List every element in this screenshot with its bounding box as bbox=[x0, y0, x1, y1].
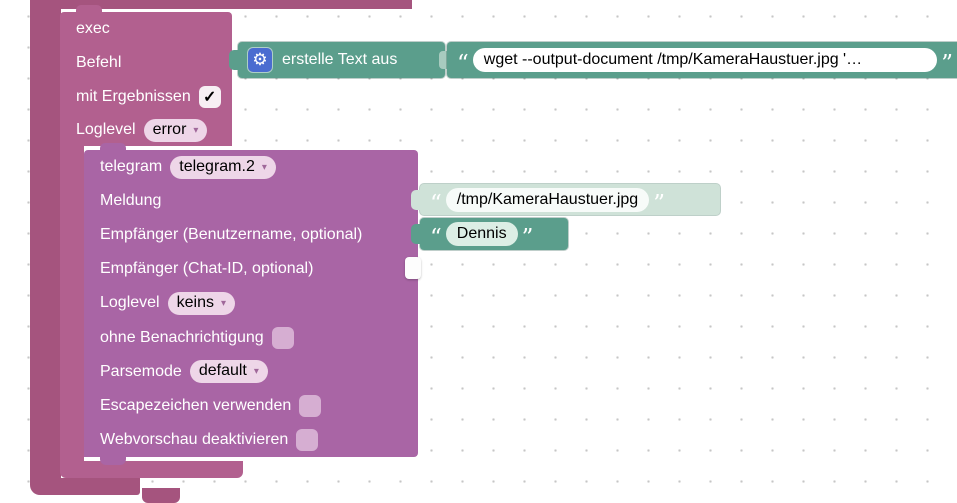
telegram-parsemode-label: Parsemode bbox=[100, 362, 182, 380]
exec-loglevel-label: Loglevel bbox=[76, 121, 136, 138]
exec-results-checkbox[interactable]: ✓ bbox=[198, 86, 221, 108]
exec-title-row: exec bbox=[60, 12, 232, 46]
telegram-username-row: Empfänger (Benutzername, optional) bbox=[84, 218, 418, 252]
exec-loglevel-dropdown[interactable]: error ▾ bbox=[143, 118, 208, 142]
telegram-block-next-connector bbox=[100, 457, 126, 465]
telegram-parsemode-dropdown[interactable]: default ▾ bbox=[189, 360, 268, 384]
exec-loglevel-row: Loglevel error ▾ bbox=[60, 114, 232, 146]
telegram-header-row: telegram telegram.2 ▾ bbox=[84, 150, 418, 184]
close-quote-icon: ” bbox=[941, 51, 953, 77]
telegram-webpreview-label: Webvorschau deaktivieren bbox=[100, 430, 289, 448]
exec-loglevel-value: error bbox=[152, 120, 187, 138]
telegram-instance-dropdown[interactable]: telegram.2 ▾ bbox=[170, 155, 276, 179]
telegram-loglevel-dropdown[interactable]: keins ▾ bbox=[167, 291, 235, 315]
telegram-instance-value: telegram.2 bbox=[179, 157, 255, 175]
text-join-block[interactable]: ⚙ erstelle Text aus bbox=[229, 42, 451, 78]
exec-block-statement-column[interactable] bbox=[60, 146, 84, 461]
telegram-loglevel-row: Loglevel keins ▾ bbox=[84, 286, 418, 320]
message-text-field[interactable]: /tmp/KameraHaustuer.jpg bbox=[445, 187, 650, 212]
telegram-parsemode-value: default bbox=[198, 362, 247, 380]
dropdown-arrow-icon: ▾ bbox=[253, 366, 259, 378]
text-join-label: erstelle Text aus bbox=[282, 51, 398, 68]
exec-command-row: Befehl bbox=[60, 46, 232, 80]
telegram-block[interactable]: telegram telegram.2 ▾ Meldung Empfänger … bbox=[84, 150, 418, 457]
close-quote-icon: ” bbox=[653, 190, 665, 217]
telegram-block-top-connector bbox=[100, 143, 126, 151]
text-join-output-connector bbox=[229, 50, 241, 70]
telegram-escape-label: Escapezeichen verwenden bbox=[100, 396, 292, 414]
username-text-block[interactable]: “ Dennis ” bbox=[411, 218, 568, 251]
command-text-block[interactable]: “ wget --output-document /tmp/KameraHaus… bbox=[447, 42, 957, 78]
outer-block-left-column[interactable] bbox=[30, 8, 61, 495]
exec-command-label: Befehl bbox=[76, 54, 122, 71]
telegram-chatid-empty-socket[interactable] bbox=[405, 257, 421, 279]
message-text-output-connector bbox=[411, 190, 423, 210]
dropdown-arrow-icon: ▾ bbox=[220, 297, 226, 309]
telegram-username-label: Empfänger (Benutzername, optional) bbox=[100, 226, 363, 244]
telegram-message-row: Meldung bbox=[84, 184, 418, 218]
dropdown-arrow-icon: ▾ bbox=[193, 124, 199, 136]
message-text-block[interactable]: “ /tmp/KameraHaustuer.jpg ” bbox=[411, 184, 720, 217]
telegram-parsemode-row: Parsemode default ▾ bbox=[84, 355, 418, 389]
gear-icon[interactable]: ⚙ bbox=[248, 48, 272, 72]
telegram-chatid-row: Empfänger (Chat-ID, optional) bbox=[84, 252, 418, 286]
telegram-message-label: Meldung bbox=[100, 192, 162, 210]
telegram-webpreview-row: Webvorschau deaktivieren bbox=[84, 423, 418, 457]
outer-block-top-strip[interactable] bbox=[30, 0, 412, 9]
outer-block-bottom-bar[interactable] bbox=[42, 478, 140, 495]
exec-results-row: mit Ergebnissen ✓ bbox=[60, 80, 232, 114]
telegram-chatid-label: Empfänger (Chat-ID, optional) bbox=[100, 260, 314, 278]
telegram-title: telegram bbox=[100, 158, 163, 176]
telegram-no-notification-checkbox[interactable] bbox=[271, 326, 294, 349]
exec-block-bottom-bar[interactable] bbox=[60, 461, 243, 478]
telegram-escape-row: Escapezeichen verwenden bbox=[84, 389, 418, 423]
close-quote-icon: ” bbox=[521, 225, 534, 251]
exec-block-top-connector bbox=[76, 5, 102, 13]
telegram-loglevel-value: keins bbox=[176, 293, 214, 311]
command-text-field[interactable]: wget --output-document /tmp/KameraHaustu… bbox=[472, 48, 938, 72]
telegram-loglevel-label: Loglevel bbox=[100, 294, 160, 312]
telegram-no-notification-label: ohne Benachrichtigung bbox=[100, 328, 264, 346]
username-text-output-connector bbox=[411, 224, 423, 244]
open-quote-icon: “ bbox=[457, 51, 469, 77]
dropdown-arrow-icon: ▾ bbox=[261, 161, 267, 173]
telegram-escape-checkbox[interactable] bbox=[299, 394, 322, 417]
telegram-webpreview-checkbox[interactable] bbox=[296, 428, 319, 451]
outer-block-next-connector bbox=[142, 488, 180, 503]
exec-title: exec bbox=[76, 20, 110, 37]
username-text-field[interactable]: Dennis bbox=[445, 222, 518, 246]
telegram-no-notification-row: ohne Benachrichtigung bbox=[84, 321, 418, 355]
exec-results-label: mit Ergebnissen bbox=[76, 88, 191, 105]
open-quote-icon: “ bbox=[430, 190, 442, 217]
open-quote-icon: “ bbox=[430, 225, 442, 251]
exec-block[interactable]: exec Befehl mit Ergebnissen ✓ Loglevel e… bbox=[60, 12, 232, 146]
